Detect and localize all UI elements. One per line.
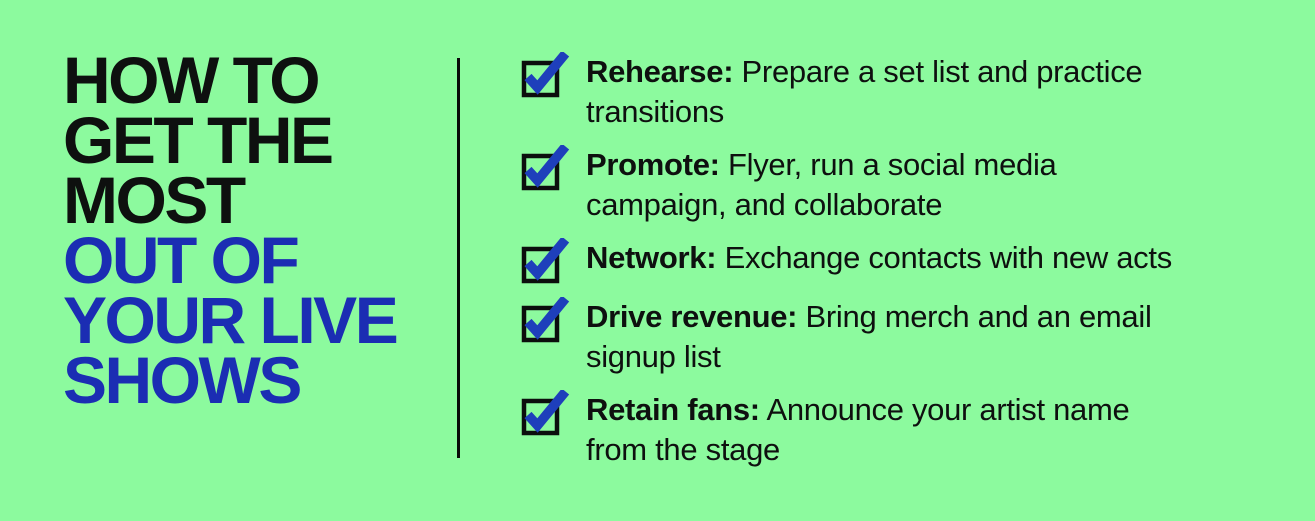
item-description: Flyer, run a social media campaign, and … xyxy=(586,147,1057,222)
headline-line: SHOWS xyxy=(63,343,302,417)
item-label: Network: xyxy=(586,240,717,275)
vertical-divider xyxy=(457,58,460,458)
checklist-item: Retain fans: Announce your artist name f… xyxy=(520,390,1295,470)
item-description: Announce your artist name from the stage xyxy=(586,392,1130,467)
item-description: Bring merch and an email signup list xyxy=(586,299,1152,374)
checklist-item: Promote: Flyer, run a social media campa… xyxy=(520,145,1295,225)
item-description: Exchange contacts with new acts xyxy=(724,240,1173,275)
item-label: Retain fans: xyxy=(586,392,760,427)
headline-line: HOW TO xyxy=(63,43,321,117)
checklist-item-text: Rehearse: Prepare a set list and practic… xyxy=(586,52,1143,132)
title-block: HOW TO GET THE MOST OUT OF YOUR LIVE SHO… xyxy=(0,0,457,521)
headline-line: OUT OF xyxy=(63,223,300,297)
checklist-item-text: Promote: Flyer, run a social media campa… xyxy=(586,145,1057,225)
checked-checkbox-icon xyxy=(521,238,570,284)
item-label: Rehearse: xyxy=(586,54,734,89)
item-description: Prepare a set list and practice transiti… xyxy=(586,54,1143,129)
checklist-item: Drive revenue: Bring merch and an email … xyxy=(520,297,1295,377)
page-title: HOW TO GET THE MOST OUT OF YOUR LIVE SHO… xyxy=(63,43,457,417)
checklist-item-text: Retain fans: Announce your artist name f… xyxy=(586,390,1130,470)
checked-checkbox-icon xyxy=(521,52,570,98)
checked-checkbox-icon xyxy=(521,297,570,343)
item-label: Promote: xyxy=(586,147,720,182)
headline-line: GET THE xyxy=(63,103,334,177)
checklist-item: Network: Exchange contacts with new acts xyxy=(520,238,1295,284)
checked-checkbox-icon xyxy=(521,390,570,436)
checklist-item-text: Network: Exchange contacts with new acts xyxy=(586,238,1172,278)
headline-line: MOST xyxy=(63,163,246,237)
checked-checkbox-icon xyxy=(521,145,570,191)
headline-line: YOUR LIVE xyxy=(63,283,399,357)
checklist-item: Rehearse: Prepare a set list and practic… xyxy=(520,52,1295,132)
checklist-item-text: Drive revenue: Bring merch and an email … xyxy=(586,297,1152,377)
item-label: Drive revenue: xyxy=(586,299,798,334)
checklist: Rehearse: Prepare a set list and practic… xyxy=(460,0,1315,521)
